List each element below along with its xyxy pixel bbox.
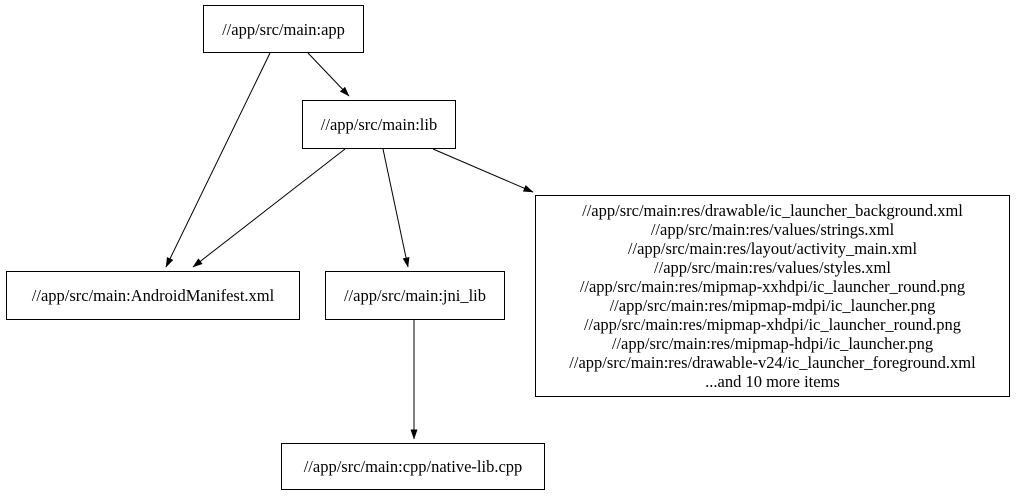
edge-lib-to-manifest	[192, 148, 346, 268]
node-jni-lib: //app/src/main:jni_lib	[325, 271, 505, 320]
node-lib: //app/src/main:lib	[302, 100, 456, 149]
node-app: //app/src/main:app	[203, 5, 364, 53]
res-group-line: //app/src/main:res/mipmap-xhdpi/ic_launc…	[583, 315, 962, 334]
node-native-lib-cpp-label: //app/src/main:cpp/native-lib.cpp	[303, 457, 523, 476]
res-group-line: //app/src/main:res/layout/activity_main.…	[627, 239, 918, 258]
node-lib-label: //app/src/main:lib	[320, 115, 438, 134]
res-group-line: //app/src/main:res/mipmap-mdpi/ic_launch…	[609, 296, 936, 315]
edge-app-to-manifest	[165, 52, 271, 268]
res-group-line: //app/src/main:res/drawable/ic_launcher_…	[582, 201, 963, 220]
node-app-label: //app/src/main:app	[222, 19, 345, 39]
res-group-line: //app/src/main:res/drawable-v24/ic_launc…	[569, 353, 976, 372]
res-group-more-items: ...and 10 more items	[705, 372, 840, 391]
res-group-line: //app/src/main:res/mipmap-hdpi/ic_launch…	[611, 334, 934, 353]
node-native-lib-cpp: //app/src/main:cpp/native-lib.cpp	[281, 443, 545, 490]
edge-app-to-lib	[307, 52, 350, 97]
node-android-manifest-label: //app/src/main:AndroidManifest.xml	[31, 286, 275, 305]
node-android-manifest: //app/src/main:AndroidManifest.xml	[6, 271, 300, 320]
res-group-line: //app/src/main:res/mipmap-xxhdpi/ic_laun…	[579, 277, 966, 296]
node-res-group: //app/src/main:res/drawable/ic_launcher_…	[535, 195, 1010, 397]
node-jni-lib-label: //app/src/main:jni_lib	[343, 286, 487, 305]
res-group-line: //app/src/main:res/values/strings.xml	[650, 220, 895, 239]
edge-lib-to-jni-lib	[382, 148, 410, 268]
edge-lib-to-res-group	[432, 148, 534, 193]
res-group-line: //app/src/main:res/values/styles.xml	[654, 258, 891, 277]
